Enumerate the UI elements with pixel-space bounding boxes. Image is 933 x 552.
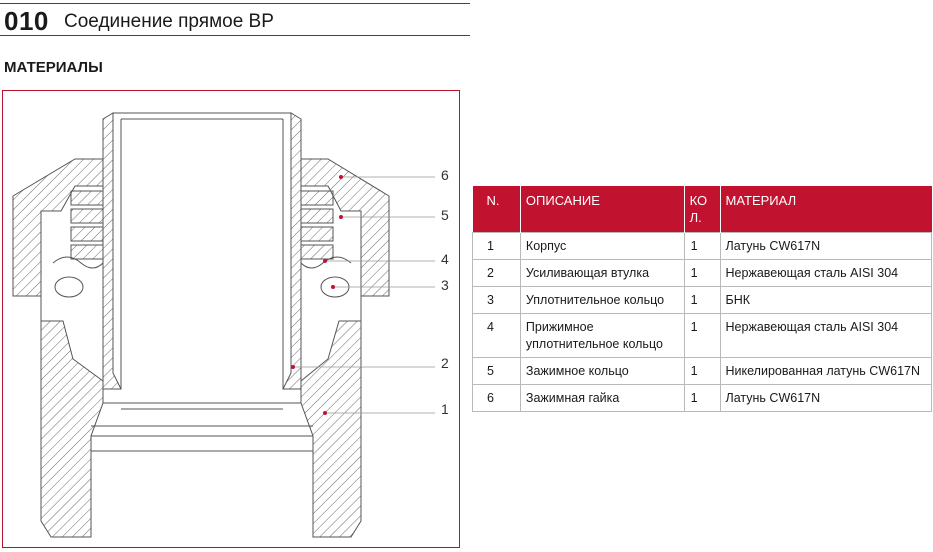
- cell-quantity: 1: [683, 286, 721, 314]
- cell-number: 4: [472, 313, 521, 358]
- table-row: 4 Прижимное уплотнительное кольцо 1 Нерж…: [472, 313, 933, 358]
- cell-quantity: 1: [683, 384, 721, 412]
- table-row: 1 Корпус 1 Латунь CW617N: [472, 232, 933, 260]
- header-rule-bottom: [0, 35, 470, 36]
- callout-2: 2: [441, 355, 449, 371]
- body-right-wall: [300, 320, 362, 538]
- cell-quantity: 1: [683, 232, 721, 260]
- cell-number: 2: [472, 259, 521, 287]
- callout-3: 3: [441, 277, 449, 293]
- cell-description: Зажимное кольцо: [519, 357, 685, 385]
- cell-material: Латунь CW617N: [719, 384, 933, 412]
- cell-material: Латунь CW617N: [719, 232, 933, 260]
- header-rule-top: [0, 3, 470, 4]
- callout-4: 4: [441, 251, 449, 267]
- col-header-quantity: КО Л.: [683, 186, 721, 233]
- product-code: 010: [4, 6, 49, 36]
- sleeve-right: [282, 112, 302, 390]
- cell-quantity: 1: [683, 313, 721, 358]
- callout-6: 6: [441, 167, 449, 183]
- table-row: 3 Уплотнительное кольцо 1 БНК: [472, 286, 933, 314]
- cell-material: Никелированная латунь CW617N: [719, 357, 933, 385]
- cell-description: Зажимная гайка: [519, 384, 685, 412]
- cell-number: 3: [472, 286, 521, 314]
- fitting-cross-section-svg: [12, 112, 435, 538]
- col-header-material: МАТЕРИАЛ: [719, 186, 932, 233]
- o-ring-left: [54, 276, 84, 298]
- table-row: 6 Зажимная гайка 1 Латунь CW617N: [472, 384, 933, 412]
- cell-material: БНК: [719, 286, 933, 314]
- cell-number: 5: [472, 357, 521, 385]
- page-header: 010 Соединение прямое ВР: [0, 0, 470, 38]
- table-header-row: N. ОПИСАНИЕ КО Л. МАТЕРИАЛ: [472, 186, 932, 233]
- nut-right: [300, 158, 390, 297]
- col-header-description: ОПИСАНИЕ: [519, 186, 685, 233]
- body-left-wall: [40, 320, 104, 538]
- cell-quantity: 1: [683, 357, 721, 385]
- table-row: 2 Усиливающая втулка 1 Нержавеющая сталь…: [472, 259, 933, 287]
- callout-5: 5: [441, 207, 449, 223]
- materials-table: N. ОПИСАНИЕ КО Л. МАТЕРИАЛ 1 Корпус 1 Ла…: [472, 186, 933, 412]
- cell-material: Нержавеющая сталь AISI 304: [719, 259, 933, 287]
- nut-left: [12, 158, 104, 297]
- cell-description: Корпус: [519, 232, 685, 260]
- col-header-number: N.: [472, 186, 521, 233]
- cell-number: 6: [472, 384, 521, 412]
- sleeve-left: [102, 112, 122, 390]
- cell-material: Нержавеющая сталь AISI 304: [719, 313, 933, 358]
- cell-description: Уплотнительное кольцо: [519, 286, 685, 314]
- callout-1: 1: [441, 401, 449, 417]
- section-title: МАТЕРИАЛЫ: [4, 59, 103, 76]
- cell-number: 1: [472, 232, 521, 260]
- cell-quantity: 1: [683, 259, 721, 287]
- cell-description: Усиливающая втулка: [519, 259, 685, 287]
- cross-section-drawing: 6 5 4 3 2 1: [2, 90, 460, 548]
- cell-description: Прижимное уплотнительное кольцо: [519, 313, 685, 358]
- product-title: Соединение прямое ВР: [64, 11, 274, 32]
- table-row: 5 Зажимное кольцо 1 Никелированная латун…: [472, 357, 933, 385]
